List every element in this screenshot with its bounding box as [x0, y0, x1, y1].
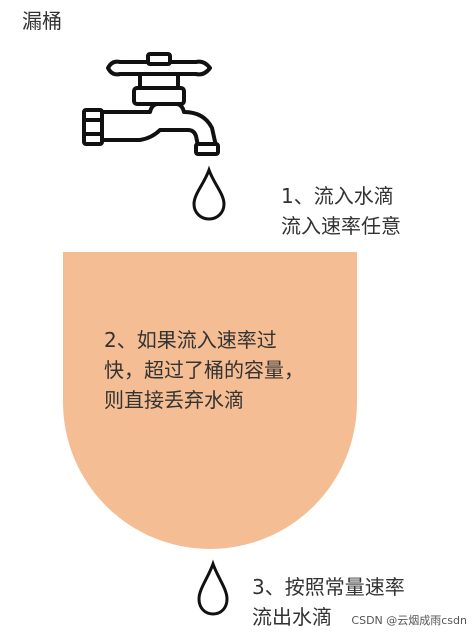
water-drop-icon-bottom — [197, 559, 229, 616]
bucket-label-line-3: 则直接丢弃水滴 — [104, 388, 244, 412]
faucet-icon — [82, 52, 220, 156]
outflow-label-line-1: 3、按照常量速率 — [252, 575, 405, 599]
diagram-title: 漏桶 — [22, 9, 62, 33]
inflow-label-line-1: 1、流入水滴 — [281, 184, 394, 208]
water-drop-icon — [192, 165, 226, 221]
outflow-label: 3、按照常量速率 流出水滴 — [252, 572, 405, 632]
bucket-label: 2、如果流入速率过 快，超过了桶的容量， 则直接丢弃水滴 — [104, 325, 304, 415]
bucket-label-line-1: 2、如果流入速率过 — [104, 328, 277, 352]
watermark: CSDN @云烟成雨csdn — [351, 614, 467, 627]
outflow-label-line-2: 流出水滴 — [252, 605, 332, 629]
inflow-label: 1、流入水滴 流入速率任意 — [281, 181, 401, 241]
inflow-label-line-2: 流入速率任意 — [281, 214, 401, 238]
bucket-shape — [63, 252, 357, 549]
bucket-label-line-2: 快，超过了桶的容量， — [104, 358, 304, 382]
